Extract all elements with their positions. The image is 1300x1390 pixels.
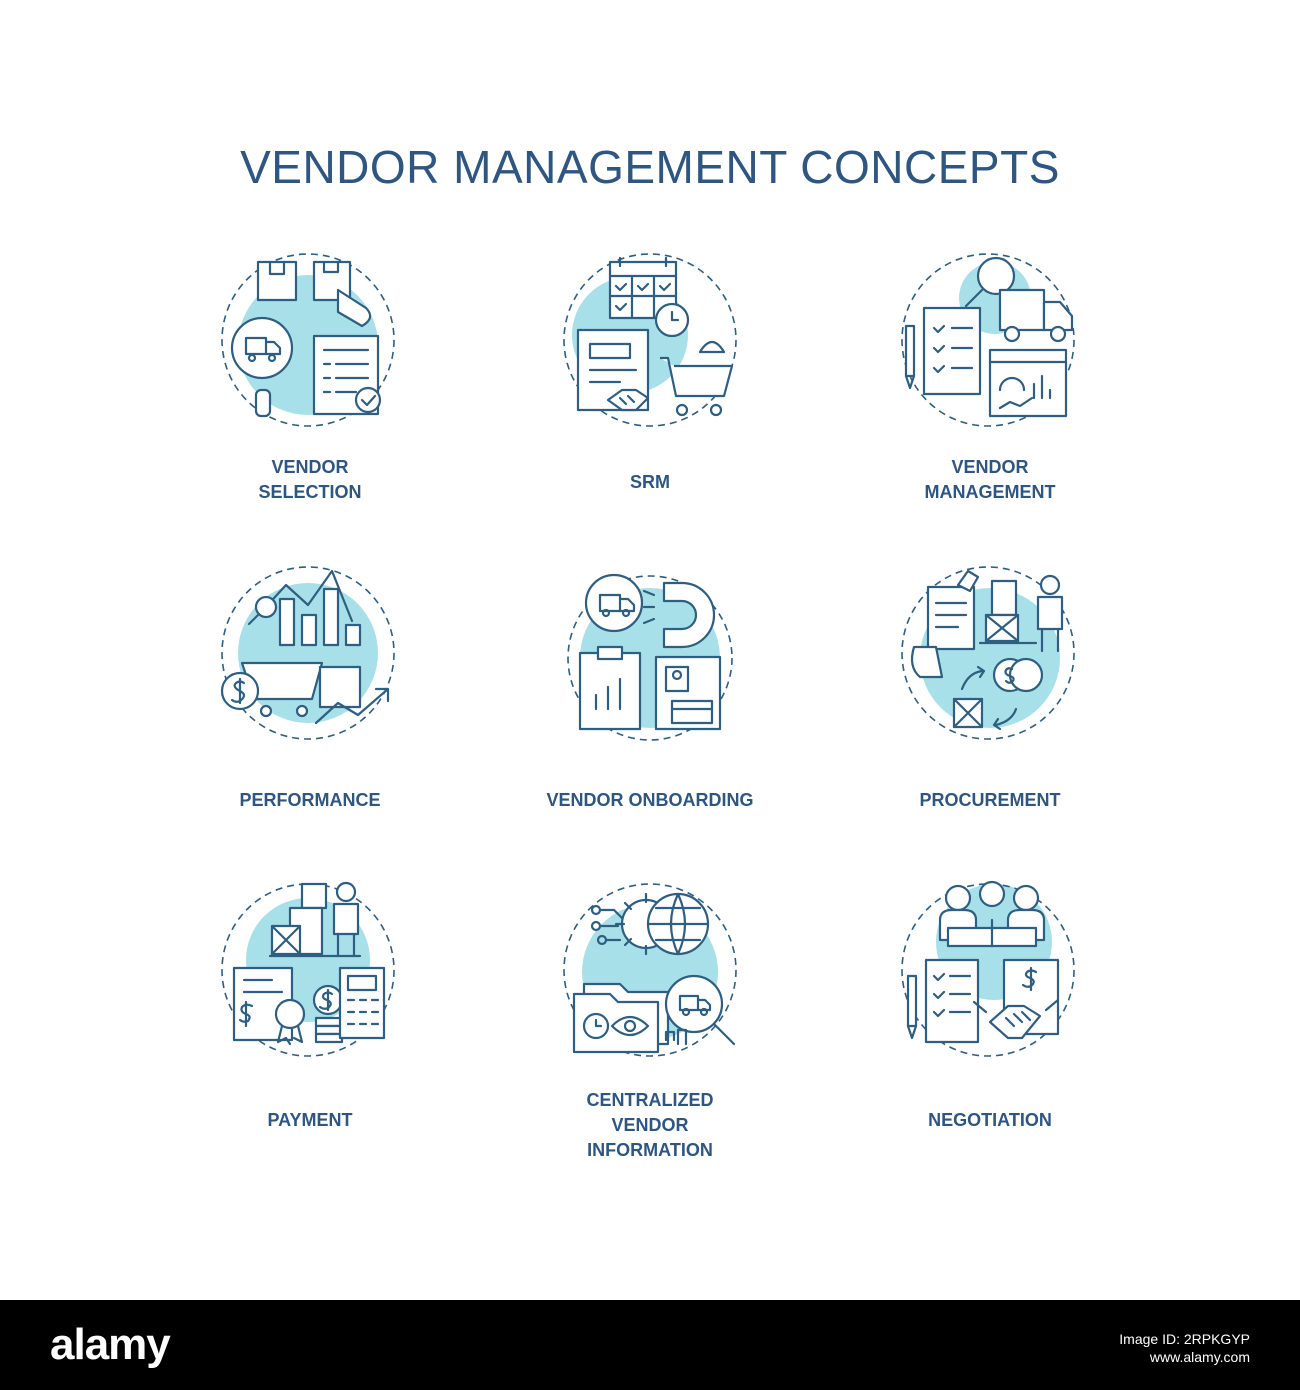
checklist-document-icon [312,334,380,416]
checklist-scroll-icon [924,958,980,1044]
pen-icon [904,324,916,390]
label-line: NEGOTIATION [928,1110,1052,1130]
page-title: VENDOR MANAGEMENT CONCEPTS [240,141,1060,193]
concept-label: VENDOR SELECTION [140,455,480,505]
growth-arrow-icon [314,665,390,725]
meeting-people-icon [938,880,1046,948]
shopping-cart-icon [660,340,734,417]
pen-icon [906,974,918,1040]
checkmark-badge-icon [354,386,382,414]
image-id-line: Image ID: 2RPKGYP [1119,1331,1250,1347]
concept-label: PAYMENT [140,1108,480,1133]
footer-bar: alamy Image ID: 2RPKGYP www.alamy.com [0,1300,1300,1390]
document-hand-icon [910,569,980,679]
website-link[interactable]: www.alamy.com [1149,1349,1250,1365]
network-icon [590,904,626,946]
label-line: PAYMENT [267,1110,353,1130]
image-id: Image ID: 2RPKGYP www.alamy.com [1119,1330,1250,1366]
label-line: VENDOR [611,1115,689,1135]
coins-icon [992,657,1044,693]
procurement-illustration [901,566,1075,740]
worker-icon [332,881,360,958]
shopping-cart-icon [240,661,324,718]
label-line: SRM [630,472,670,492]
bar-line-chart-icon [262,569,362,647]
magnifier-truck-icon [664,974,736,1046]
concept-label: NEGOTIATION [820,1108,1160,1133]
magnet-icon [642,581,716,649]
worker-icon [1036,574,1064,653]
clock-refresh-icon [654,302,690,338]
magnifier-icon [247,595,278,626]
vendor-management-illustration [901,253,1075,427]
label-line: VENDOR ONBOARDING [546,790,754,810]
checklist-scroll-icon [922,306,982,396]
srm-illustration [563,253,737,427]
award-badge-icon [274,998,306,1046]
package-box-icon [256,260,298,302]
calculator-icon [338,966,386,1040]
vendor-onboarding-illustration [567,573,733,741]
handshake-icon [972,998,1060,1040]
truck-circle-icon [584,573,644,633]
vendor-selection-illustration [221,253,395,427]
label-line: PROCUREMENT [919,790,1061,810]
exchange-arrows-icon [952,665,1018,731]
boxes-icon [268,882,362,958]
hand-pointer-icon [312,260,372,328]
delivery-truck-icon [998,288,1074,343]
label-line: SELECTION [258,482,362,502]
dashboard-browser-icon [988,348,1068,418]
clipboard-chart-icon [578,645,642,731]
label-line: CENTRALIZED [586,1090,714,1110]
magnifier-icon [964,256,1016,308]
centralized-vendor-information-illustration [563,883,737,1057]
label-line: MANAGEMENT [924,482,1056,502]
brand-logo[interactable]: alamy [50,1320,171,1369]
label-line: PERFORMANCE [239,790,381,810]
negotiation-illustration [901,880,1075,1057]
label-line: VENDOR [951,457,1029,477]
id-card-icon [654,655,722,731]
concept-label: PROCUREMENT [820,788,1160,813]
performance-illustration [220,566,395,740]
label-line: INFORMATION [587,1140,713,1160]
magnifier-truck-icon [230,316,294,418]
concept-label: VENDOR MANAGEMENT [820,455,1160,505]
boxes-icon [978,579,1038,645]
concept-label: SRM [480,470,820,495]
concept-label: PERFORMANCE [140,788,480,813]
payment-illustration [221,881,395,1057]
concept-label: CENTRALIZED VENDOR INFORMATION [480,1088,820,1163]
concept-label: VENDOR ONBOARDING [480,788,820,813]
label-line: VENDOR [271,457,349,477]
eye-icon [610,1015,650,1037]
gear-globe-icon [614,892,710,956]
dollar-coin-icon [220,671,260,711]
handshake-icon [606,388,650,412]
